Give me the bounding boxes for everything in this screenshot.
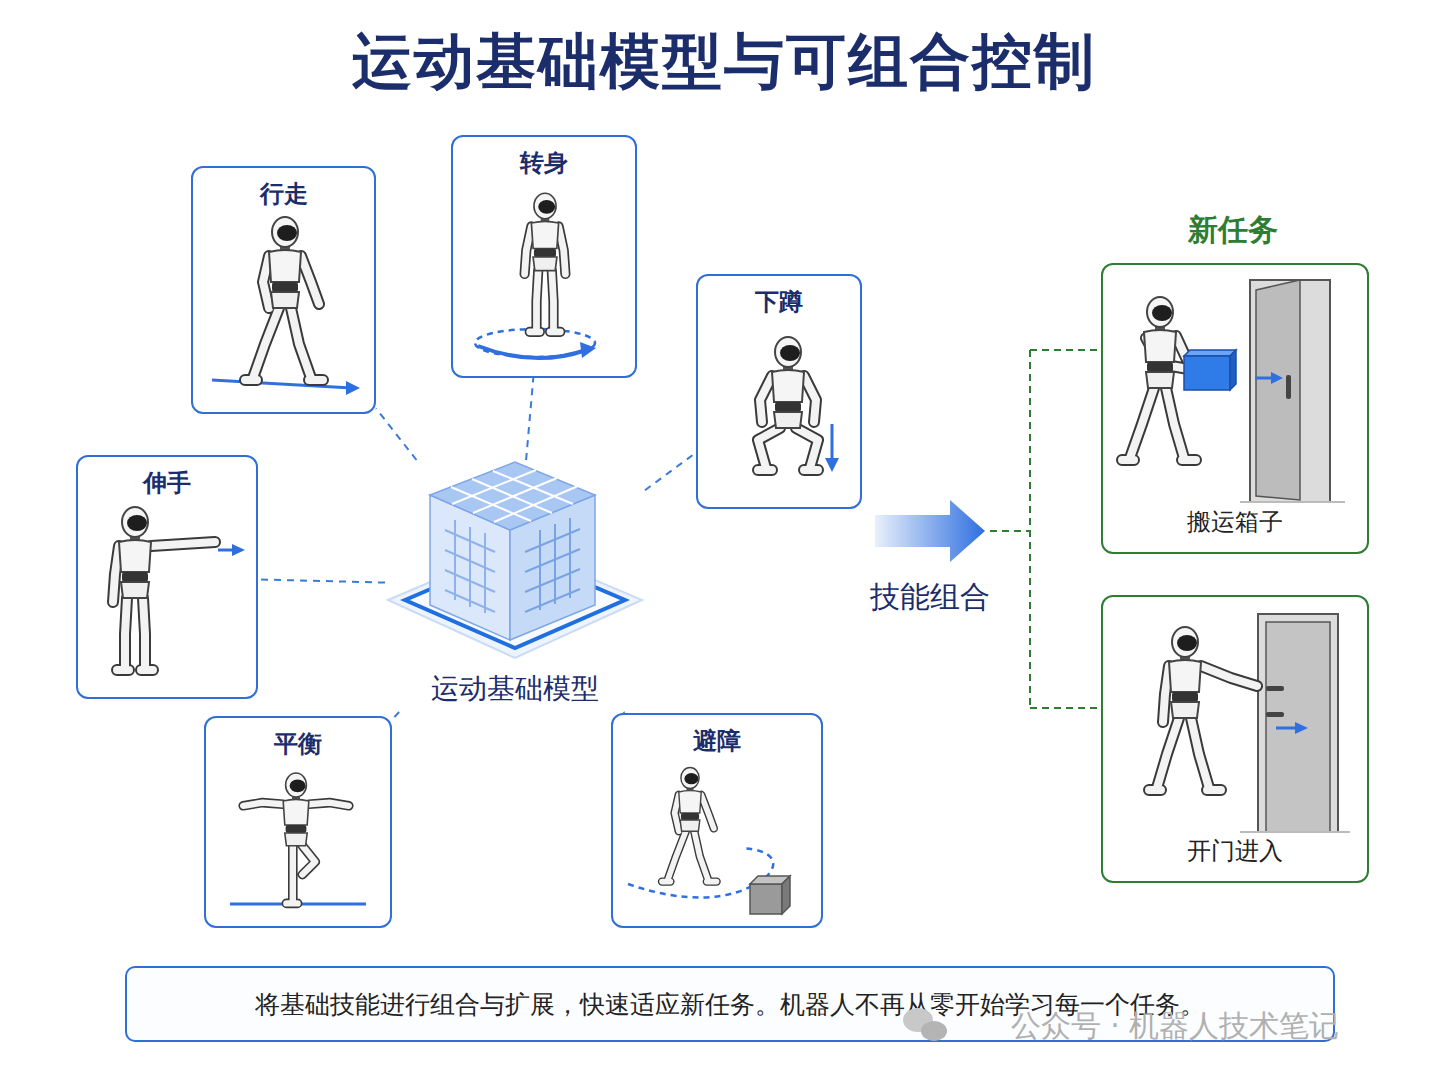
compose-arrow xyxy=(875,500,985,562)
node-label: 运动基础模型 xyxy=(431,670,599,708)
dashed-connector xyxy=(526,378,533,460)
section-heading: 新任务 xyxy=(1188,210,1278,251)
compose-arrow-part xyxy=(875,500,985,562)
arrow-label: 技能组合 xyxy=(870,577,990,618)
dashed-connector xyxy=(392,712,399,720)
dashed-connector xyxy=(645,453,696,491)
node-label: 平衡 xyxy=(274,728,322,760)
foundation-model-cube-part xyxy=(388,546,642,658)
node-label: 行走 xyxy=(260,178,308,210)
model-node: 运动基础模型 xyxy=(385,460,645,712)
dashed-connector xyxy=(258,579,385,582)
foundation-model-cube-part xyxy=(405,553,625,648)
foundation-model-cube xyxy=(388,462,642,658)
skill-box: 平衡 xyxy=(204,716,392,928)
task-box: 搬运箱子 xyxy=(1101,263,1369,554)
foundation-model-cube-part xyxy=(510,495,595,640)
skill-box: 转身 xyxy=(451,135,637,378)
skill-box: 伸手 xyxy=(76,455,258,699)
node-label: 开门进入 xyxy=(1187,835,1283,867)
task-box: 开门进入 xyxy=(1101,595,1369,883)
dashed-connector xyxy=(376,408,417,460)
task-bracket-part xyxy=(990,350,1101,708)
skill-box: 避障 xyxy=(611,713,823,928)
foundation-model-cube-part xyxy=(430,462,595,530)
node-label: 搬运箱子 xyxy=(1187,506,1283,538)
skill-box: 行走 xyxy=(191,166,376,414)
diagram-title: 运动基础模型与可组合控制 xyxy=(0,22,1448,103)
foundation-model-cube-part xyxy=(430,495,510,640)
node-label: 转身 xyxy=(520,147,568,179)
watermark: 公众号 · 机器人技术笔记 xyxy=(1011,1006,1340,1047)
skill-box: 下蹲 xyxy=(696,274,862,509)
task-bracket xyxy=(990,350,1101,708)
node-label: 避障 xyxy=(693,725,741,757)
foundation-model-cube-part xyxy=(525,518,580,612)
foundation-model-cube-part xyxy=(445,520,495,613)
node-label: 下蹲 xyxy=(755,286,803,318)
foundation-model-cube-part xyxy=(451,470,578,522)
node-label: 伸手 xyxy=(143,467,191,499)
